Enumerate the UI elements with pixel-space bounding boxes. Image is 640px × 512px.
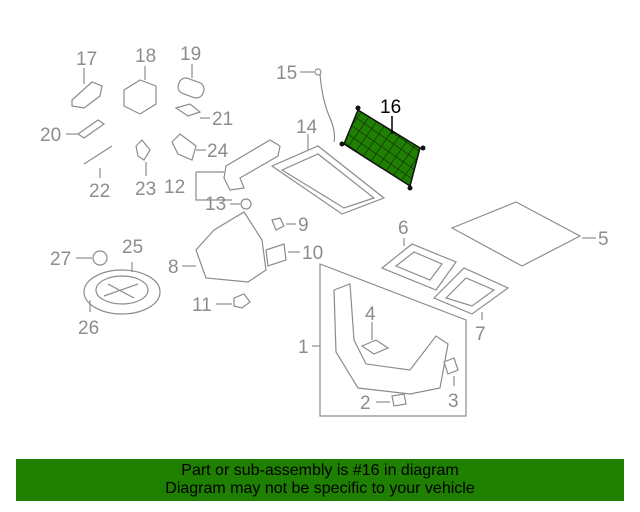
callout-25: 25 xyxy=(122,237,143,258)
part-12-trim xyxy=(195,139,281,201)
part-17-bracket xyxy=(71,68,103,109)
part-13-fastener xyxy=(230,198,252,210)
callout-5: 5 xyxy=(598,229,609,250)
callout-19: 19 xyxy=(180,44,201,65)
part-8-side-trim xyxy=(182,211,267,283)
part-3-hook xyxy=(443,357,459,386)
callout-27: 27 xyxy=(50,249,71,270)
callout-23: 23 xyxy=(135,179,156,200)
part-5-floor-mat xyxy=(450,201,596,267)
callout-24: 24 xyxy=(207,141,229,162)
banner-line-1: Part or sub-assembly is #16 in diagram xyxy=(181,462,459,479)
part-25-tool-tray xyxy=(83,262,161,315)
part-9-clip xyxy=(271,217,296,231)
callout-3: 3 xyxy=(448,391,459,412)
callout-6: 6 xyxy=(398,218,409,239)
parts-diagram: 17 18 19 21 20 22 23 24 xyxy=(40,44,609,417)
callout-15: 15 xyxy=(276,63,297,84)
callout-2: 2 xyxy=(360,393,371,414)
callout-16: 16 xyxy=(380,97,401,118)
callout-21: 21 xyxy=(212,109,233,130)
part-11-button xyxy=(216,293,251,309)
part-1-trunk-trim xyxy=(312,263,467,417)
callout-4: 4 xyxy=(365,304,376,325)
callout-10: 10 xyxy=(302,243,323,264)
callout-1: 1 xyxy=(298,337,309,358)
part-21-clip xyxy=(174,103,210,119)
part-18-module xyxy=(123,66,157,115)
callout-7: 7 xyxy=(475,324,486,345)
callout-18: 18 xyxy=(135,46,156,67)
callout-17: 17 xyxy=(76,49,97,70)
part-16-cargo-net xyxy=(339,105,426,191)
part-6-floor-panel xyxy=(380,238,457,291)
part-10-panel xyxy=(265,243,300,267)
part-2-clip xyxy=(376,393,407,407)
callout-8: 8 xyxy=(168,257,179,278)
callout-14: 14 xyxy=(296,117,318,138)
callout-26: 26 xyxy=(78,318,99,339)
part-14-package-shelf xyxy=(270,134,386,215)
part-22-rod xyxy=(83,145,113,178)
callout-12: 12 xyxy=(164,177,185,198)
callout-22: 22 xyxy=(89,181,110,202)
callout-20: 20 xyxy=(40,125,61,146)
part-20-bolt xyxy=(66,119,106,139)
part-23-hook xyxy=(135,139,151,176)
part-15-cable xyxy=(300,68,336,143)
part-7-floor-panel xyxy=(432,267,510,320)
part-19-cylinder xyxy=(177,64,205,99)
part-27-plug xyxy=(76,250,108,266)
callout-13: 13 xyxy=(205,194,226,215)
banner-line-2: Diagram may not be specific to your vehi… xyxy=(165,480,475,497)
part-info-banner: Part or sub-assembly is #16 in diagram D… xyxy=(16,459,624,501)
callout-11: 11 xyxy=(192,295,212,316)
part-24-latch xyxy=(171,133,206,161)
callout-9: 9 xyxy=(298,215,309,236)
part-4-bracket xyxy=(360,322,390,355)
